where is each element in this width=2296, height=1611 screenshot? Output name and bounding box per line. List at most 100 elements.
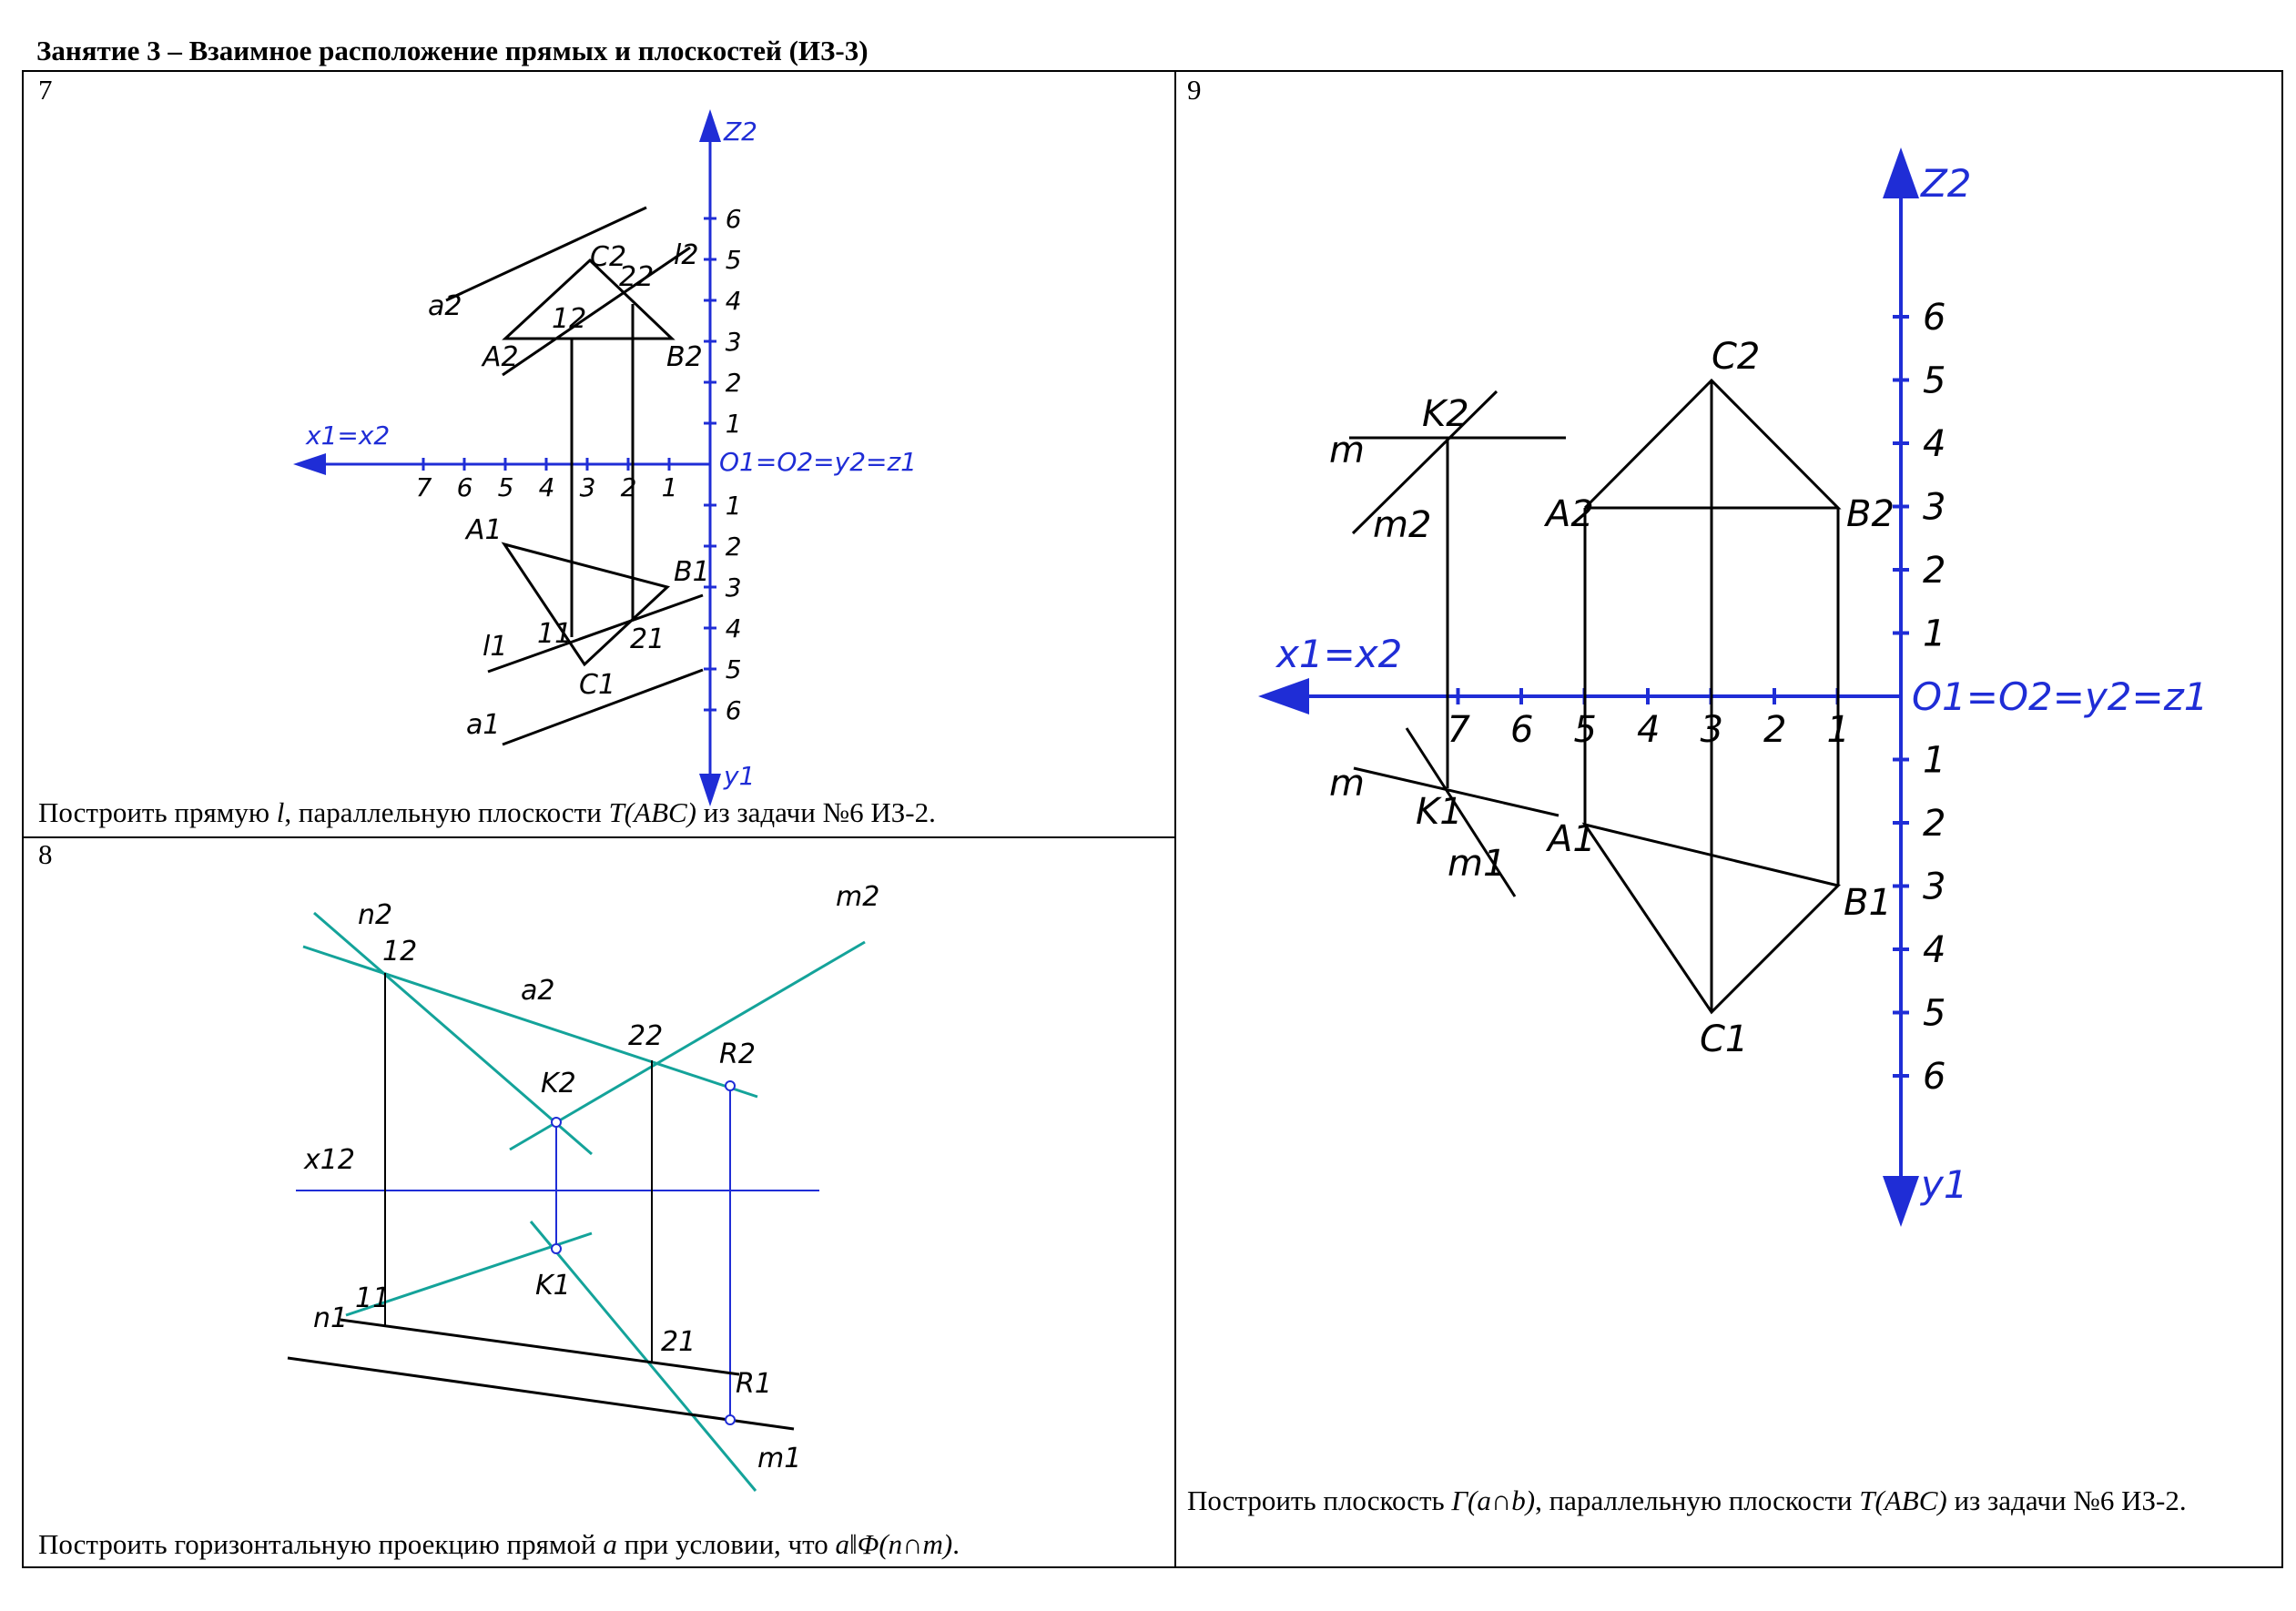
- p8-a2-label: a2: [521, 975, 554, 1007]
- p9-x-label: x1=x2: [1275, 632, 1402, 676]
- p9-y-tick-label: 1: [1923, 740, 1946, 782]
- p9-z-tick-label: 1: [1923, 613, 1946, 655]
- p8-n2-line: [313, 911, 593, 1156]
- p7-triangle-front: [502, 258, 676, 340]
- problem-8-caption: Построить горизонтальную проекцию прямой…: [38, 1528, 960, 1560]
- p9-y-tick-label: 6: [1923, 1056, 1946, 1098]
- p7-a1-label: a1: [466, 709, 500, 741]
- p7-z-tick-label: 2: [726, 368, 742, 398]
- p7-z-tick-label: 3: [726, 327, 742, 357]
- p9-y-label: y1: [1919, 1162, 1968, 1207]
- p7-y-tick-label: 1: [726, 491, 742, 521]
- p7-l2-line: [502, 246, 691, 377]
- p8-p21-label: 21: [661, 1326, 696, 1358]
- p7-x-tick-label: 1: [662, 472, 678, 502]
- p8-K2-label: K2: [541, 1068, 576, 1099]
- p9-x-tick-label: 2: [1763, 709, 1786, 751]
- p9-x-tick-label: 6: [1510, 709, 1533, 751]
- row-divider: [24, 836, 1174, 838]
- p7-y-tick-label: 6: [726, 695, 742, 725]
- p7-B1-label: B1: [674, 556, 710, 588]
- p8-K1-point: [551, 1243, 562, 1254]
- p8-m2-label: m2: [836, 881, 879, 913]
- p9-y-tick-label: 4: [1923, 929, 1946, 971]
- p9-C1-label: C1: [1700, 1018, 1748, 1060]
- p7-l2-label: l2: [674, 239, 698, 271]
- p7-l1-label: l1: [483, 631, 507, 663]
- p7-z-tick-label: 5: [726, 245, 742, 275]
- p9-z-tick-label: 6: [1923, 297, 1946, 339]
- problem-9-caption: Построить плоскость Γ(a∩b), параллельную…: [1187, 1484, 2187, 1516]
- problem-8-number: 8: [38, 838, 53, 870]
- p8-p12-label: 12: [382, 936, 417, 968]
- p8-K1-label: K1: [535, 1270, 571, 1302]
- p8-R1-point: [725, 1414, 736, 1425]
- p7-A2-label: A2: [481, 341, 519, 373]
- p7-y-label: y1: [723, 761, 755, 791]
- p9-z-tick-label: 5: [1923, 360, 1946, 402]
- p9-z-tick-label: 2: [1923, 550, 1946, 592]
- p9-m-top-label: m: [1329, 430, 1365, 471]
- p7-l1-line: [487, 593, 704, 674]
- p7-B2-label: B2: [666, 341, 703, 373]
- p9-origin-label: O1=O2=y2=z1: [1912, 674, 2208, 719]
- p7-z-tick-label: 1: [726, 409, 742, 439]
- p7-x-label: x1=x2: [305, 420, 390, 451]
- p7-a1-line: [502, 668, 704, 746]
- p9-top-abc: [1581, 822, 1841, 1015]
- p8-R1-label: R1: [736, 1368, 772, 1400]
- p9-A2-label: A2: [1543, 493, 1594, 535]
- problem-7-number: 7: [38, 74, 53, 106]
- page-title: Занятие 3 – Взаимное расположение прямых…: [36, 35, 869, 66]
- p7-x-tick-label: 7: [416, 472, 432, 502]
- p7-y-tick-label: 4: [726, 613, 742, 643]
- p9-y-tick-label: 2: [1923, 803, 1946, 845]
- p8-R2-label: R2: [719, 1039, 756, 1070]
- p7-a2-line: [445, 206, 647, 302]
- p8-n1-label: n1: [313, 1302, 348, 1334]
- p7-z-tick-label: 4: [726, 286, 742, 316]
- p8-lower-line: [287, 1356, 795, 1431]
- problem-7-caption: Построить прямую l, параллельную плоскос…: [38, 796, 936, 828]
- p7-C1-label: C1: [579, 669, 615, 701]
- p7-z-tick-label: 6: [726, 204, 742, 234]
- p7-A1-label: A1: [464, 514, 503, 546]
- p9-x-tick-label: 4: [1637, 709, 1660, 751]
- p7-C2-label: C2: [590, 241, 626, 273]
- column-divider: [1174, 72, 1176, 1566]
- problem-9-number: 9: [1187, 74, 1202, 106]
- p7-p21-label: 21: [630, 623, 665, 655]
- p7-triangle-top: [501, 542, 671, 667]
- p7-origin-label: O1=O2=y2=z1: [719, 447, 917, 477]
- p7-y-tick-label: 5: [726, 654, 742, 684]
- p9-B2-label: B2: [1846, 493, 1895, 535]
- p8-K2-point: [551, 1117, 562, 1128]
- p9-m1-label: m1: [1448, 843, 1506, 885]
- p8-a2-line: [302, 945, 758, 1099]
- p7-x-tick-label: 5: [498, 472, 514, 502]
- p9-m1-line: [1405, 727, 1517, 897]
- p7-x-tick-label: 3: [580, 472, 596, 502]
- p9-z-tick-label: 4: [1923, 423, 1946, 465]
- problems-table: 7 8 9 Построить прямую l, параллельную п…: [22, 70, 2283, 1568]
- p7-p11-label: 11: [537, 618, 572, 650]
- p8-p22-label: 22: [628, 1020, 663, 1052]
- p9-x-tick-label: 7: [1448, 709, 1471, 751]
- p8-m2-line: [509, 940, 866, 1151]
- p9-y-tick-label: 5: [1923, 993, 1946, 1035]
- p9-K2-label: K2: [1422, 393, 1469, 435]
- p9-m-bot-label: m: [1329, 763, 1365, 805]
- p8-n2-label: n2: [358, 899, 392, 931]
- p8-R2-point: [725, 1080, 736, 1091]
- p7-z-label: Z2: [723, 117, 757, 147]
- p7-x-tick-label: 4: [539, 472, 555, 502]
- p9-C2-label: C2: [1712, 336, 1760, 378]
- p8-x12-label: x12: [303, 1144, 355, 1176]
- p7-p22-label: 22: [619, 261, 654, 293]
- p8-p11-label: 11: [355, 1282, 390, 1314]
- p9-y-tick-label: 3: [1923, 866, 1946, 908]
- p9-m2-line: [1351, 390, 1498, 535]
